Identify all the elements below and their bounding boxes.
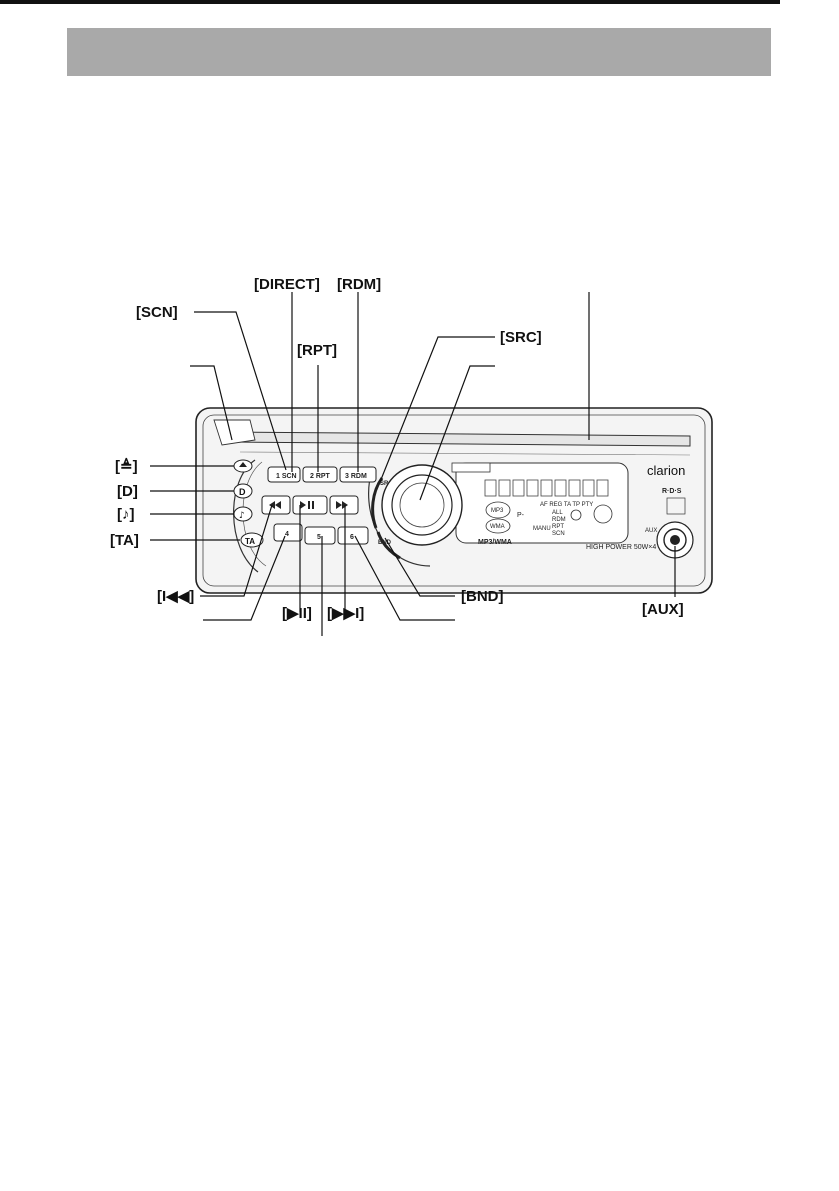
display-mode-scn: SCN (552, 531, 565, 537)
label-direct: [DIRECT] (254, 276, 320, 293)
ta-button-label: TA (245, 537, 255, 546)
power-label: HIGH POWER 50W×4 (586, 544, 656, 551)
label-eject: [≜] (115, 457, 138, 475)
label-play: [▶II] (282, 605, 312, 622)
label-rdm: [RDM] (337, 276, 381, 293)
eject-button[interactable] (233, 459, 253, 473)
preset-1-label: 1 SCN (276, 473, 297, 480)
aux-input-jack[interactable] (656, 521, 694, 559)
display-mode-rpt: RPT (552, 524, 564, 530)
display-mp3: MP3 (491, 508, 504, 514)
label-scn: [SCN] (136, 304, 178, 321)
bnd-button-label: BND (378, 540, 392, 546)
label-ta: [TA] (110, 532, 139, 549)
preset-6-label: 6 (350, 534, 354, 541)
rds-badge: R·D·S (662, 488, 682, 495)
aux-jack-label: AUX (645, 528, 657, 534)
display-mode-all: ALL (552, 510, 563, 516)
leader-lines (150, 292, 676, 636)
display-wma: WMA (490, 524, 505, 530)
next-track-button[interactable] (329, 495, 359, 515)
brand-logo: clarion (647, 463, 685, 478)
section-header-bar (67, 28, 771, 76)
preset-5-label: 5 (317, 534, 321, 541)
display-manu: MANU (533, 526, 551, 532)
preset-2-rpt-button[interactable]: 2 RPT (302, 466, 338, 483)
preset-5-button[interactable]: 5 (304, 526, 336, 545)
top-rule (0, 0, 780, 4)
preset-2-label: 2 RPT (310, 473, 331, 480)
label-prev: [I◀◀] (157, 588, 194, 605)
compact-disc-logo (666, 497, 686, 515)
preset-4-label: 4 (285, 531, 289, 538)
d-button[interactable]: D (233, 483, 253, 499)
label-aux: [AUX] (642, 601, 684, 618)
preset-6-button[interactable]: 6 (337, 526, 369, 545)
format-label: MP3/WMA (478, 539, 512, 546)
display-mode-rdm: RDM (552, 517, 566, 523)
preset-1-scn-button[interactable]: 1 SCN (267, 466, 301, 483)
display-segment-row (484, 479, 609, 497)
label-rpt: [RPT] (297, 342, 337, 359)
svg-text:♪: ♪ (239, 511, 245, 521)
label-note: [♪] (117, 506, 135, 523)
label-next: [▶▶I] (327, 605, 364, 622)
prev-track-button[interactable] (261, 495, 291, 515)
ta-button[interactable]: TA (240, 532, 264, 548)
display-p: P- (517, 512, 525, 519)
src-button-label: SRC (380, 481, 393, 487)
label-d: [D] (117, 483, 138, 500)
preset-3-label: 3 RDM (345, 473, 367, 480)
bnd-button[interactable] (376, 531, 401, 560)
rotary-volume-knob[interactable] (381, 464, 463, 546)
label-bnd: [BND] (461, 588, 504, 605)
display-icons: AF REG TA TP PTY (540, 502, 593, 508)
play-pause-button[interactable] (292, 495, 328, 515)
preset-4-button[interactable]: 4 (273, 523, 303, 542)
label-src: [SRC] (500, 329, 542, 346)
d-button-label: D (239, 487, 246, 497)
note-button[interactable]: ♪ (233, 506, 253, 522)
